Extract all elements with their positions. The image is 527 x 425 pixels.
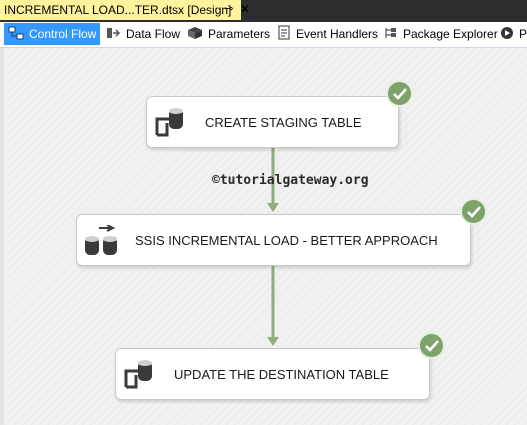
pin-icon[interactable]: ⊸ — [224, 3, 234, 15]
task-label: UPDATE THE DESTINATION TABLE — [174, 366, 389, 382]
tab-label: P — [519, 27, 527, 41]
tab-label: Parameters — [208, 27, 271, 41]
tab-label: Event Handlers — [296, 27, 379, 41]
data-flow-icon — [106, 26, 121, 43]
success-check-icon — [460, 198, 487, 225]
tab-label: Data Flow — [126, 27, 181, 41]
execute-sql-task-icon — [124, 359, 160, 396]
control-flow-icon — [8, 26, 24, 43]
watermark: ©tutorialgateway.org — [212, 173, 369, 188]
tab-data-flow[interactable]: Data Flow — [106, 23, 180, 45]
event-handlers-icon — [277, 25, 291, 43]
close-icon[interactable]: ✕ — [240, 2, 251, 16]
tab-progress[interactable]: P — [500, 23, 527, 45]
execute-sql-task-icon — [155, 107, 191, 144]
tab-label: Package Explorer — [403, 27, 498, 41]
canvas-left-edge — [0, 48, 4, 425]
document-tab[interactable]: INCREMENTAL LOAD...TER.dtsx [Design] ⊸ ✕ — [0, 0, 250, 20]
tab-package-explorer[interactable]: Package Explorer — [384, 23, 498, 45]
parameters-icon — [187, 26, 203, 43]
task-label: CREATE STAGING TABLE — [205, 114, 362, 130]
task-ssis-incremental-load[interactable]: SSIS INCREMENTAL LOAD - BETTER APPROACH — [76, 214, 471, 266]
task-create-staging-table[interactable]: CREATE STAGING TABLE — [146, 96, 399, 148]
success-check-icon — [418, 332, 445, 359]
precedence-arrow-2[interactable] — [267, 265, 279, 346]
precedence-arrow-1[interactable] — [267, 148, 279, 212]
designer-tab-bar: Control Flow Data Flow Parameters E — [0, 22, 527, 48]
data-flow-task-icon — [83, 224, 123, 262]
tab-control-flow[interactable]: Control Flow — [4, 23, 101, 45]
success-check-icon — [386, 80, 413, 107]
task-update-destination-table[interactable]: UPDATE THE DESTINATION TABLE — [115, 348, 430, 400]
document-tab-strip: INCREMENTAL LOAD...TER.dtsx [Design] ⊸ ✕ — [0, 0, 527, 22]
progress-icon — [500, 26, 514, 43]
tab-label: Control Flow — [29, 27, 97, 41]
document-tab-title: INCREMENTAL LOAD...TER.dtsx [Design] — [4, 3, 232, 17]
task-label: SSIS INCREMENTAL LOAD - BETTER APPROACH — [135, 232, 438, 248]
tab-parameters[interactable]: Parameters — [187, 23, 270, 45]
package-explorer-icon — [384, 26, 398, 43]
tab-event-handlers[interactable]: Event Handlers — [277, 23, 378, 45]
